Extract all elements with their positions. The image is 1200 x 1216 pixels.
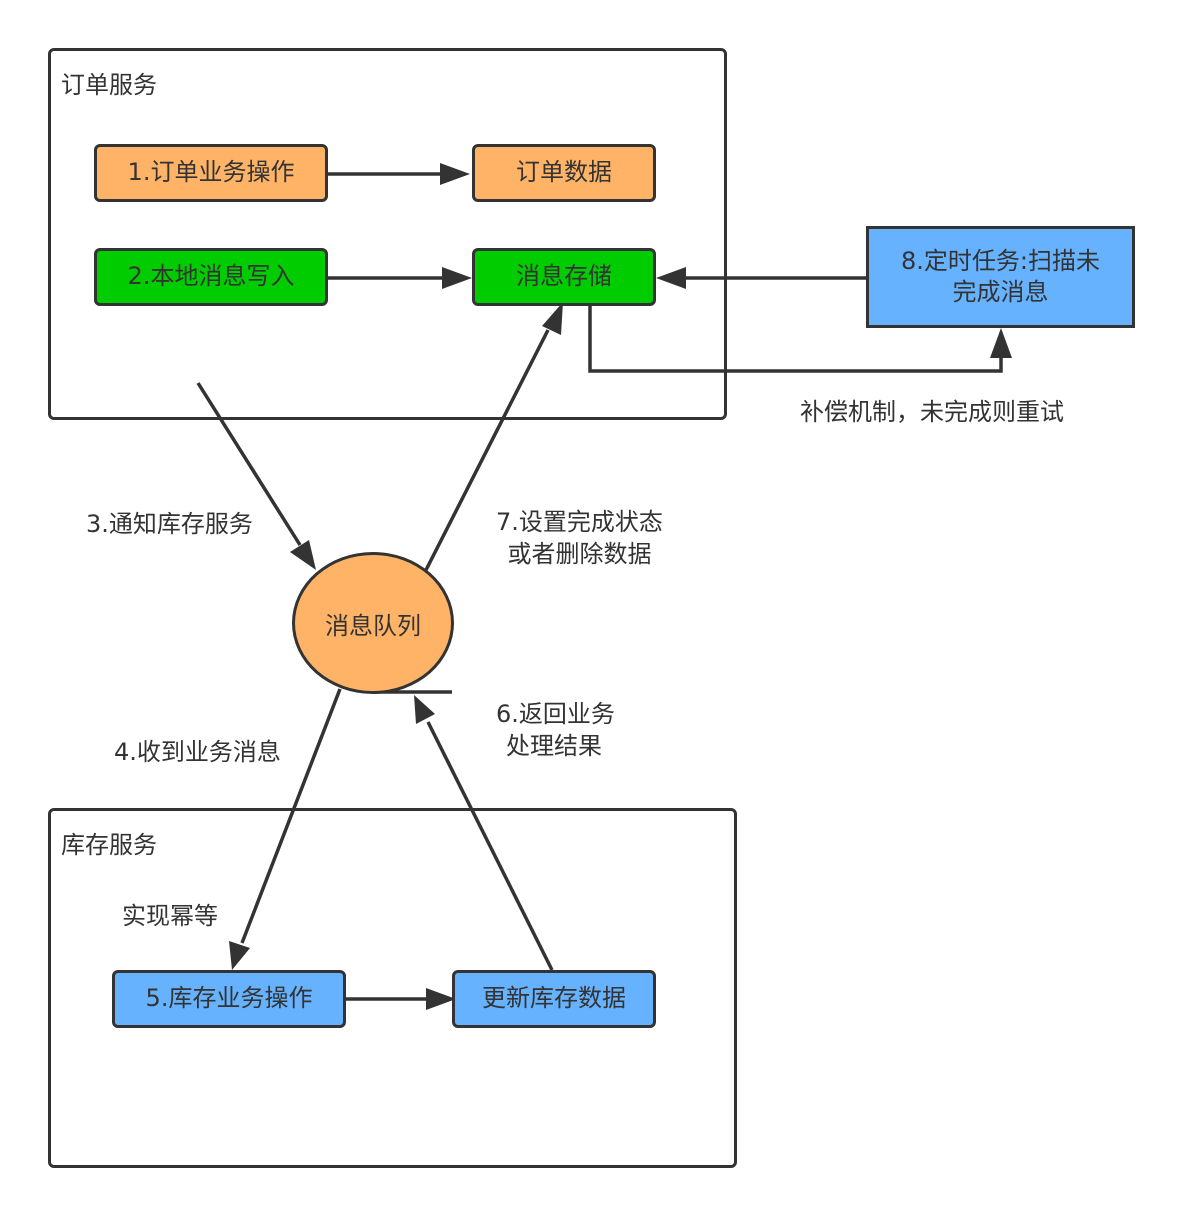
idempotent-label: 实现幂等 bbox=[122, 902, 218, 930]
edge-return-result bbox=[426, 721, 554, 971]
message-store-label: 消息存储 bbox=[516, 262, 612, 291]
arrowhead-scheduled-task bbox=[990, 328, 1012, 358]
message-queue-node[interactable]: 消息队列 bbox=[292, 552, 454, 694]
arrowhead-msg-store-up bbox=[542, 302, 563, 335]
inventory-operation-label: 5.库存业务操作 bbox=[145, 984, 313, 1013]
inventory-operation-node[interactable]: 5.库存业务操作 bbox=[112, 970, 346, 1028]
inventory-service-group: 库存服务 bbox=[48, 808, 737, 1168]
compensation-label: 补偿机制，未完成则重试 bbox=[800, 398, 1064, 426]
arrowhead-update-inventory bbox=[426, 988, 456, 1010]
order-service-group: 订单服务 bbox=[48, 48, 727, 420]
arrowhead-order-data bbox=[440, 163, 470, 185]
order-operation-node[interactable]: 1.订单业务操作 bbox=[94, 144, 328, 202]
edge-receive-message bbox=[240, 688, 342, 944]
arrowhead-msg-store-left bbox=[442, 267, 472, 289]
edge-msg-store-to-scheduled-task bbox=[588, 305, 1003, 373]
message-queue-label: 消息队列 bbox=[325, 611, 421, 640]
update-inventory-label: 更新库存数据 bbox=[482, 984, 626, 1013]
scheduled-task-node[interactable]: 8.定时任务:扫描未 完成消息 bbox=[866, 226, 1135, 328]
set-complete-line2: 或者删除数据 bbox=[507, 540, 652, 569]
return-result-line1: 6.返回业务 bbox=[496, 700, 615, 728]
notify-inventory-label: 3.通知库存服务 bbox=[86, 510, 253, 538]
edge-notify-inventory bbox=[196, 382, 302, 546]
inventory-service-title: 库存服务 bbox=[61, 831, 157, 859]
receive-message-label: 4.收到业务消息 bbox=[114, 738, 281, 766]
local-message-write-node[interactable]: 2.本地消息写入 bbox=[94, 248, 328, 306]
order-data-label: 订单数据 bbox=[516, 158, 612, 187]
set-complete-label: 7.设置完成状态 或者删除数据 bbox=[496, 506, 663, 571]
arrowhead-queue-notify bbox=[290, 540, 316, 570]
return-result-line2: 处理结果 bbox=[506, 732, 602, 761]
set-complete-line1: 7.设置完成状态 bbox=[496, 508, 663, 536]
order-operation-label: 1.订单业务操作 bbox=[127, 158, 295, 187]
arrowhead-queue-return bbox=[414, 695, 435, 724]
scheduled-task-label-line1: 8.定时任务:扫描未 bbox=[901, 246, 1100, 275]
return-result-label: 6.返回业务 处理结果 bbox=[496, 698, 615, 763]
scheduled-task-label-line2: 完成消息 bbox=[952, 278, 1049, 306]
edge-set-complete bbox=[424, 329, 550, 571]
local-message-write-label: 2.本地消息写入 bbox=[127, 262, 295, 291]
arrowhead-inventory-op bbox=[229, 941, 250, 970]
message-store-node[interactable]: 消息存储 bbox=[472, 248, 656, 306]
order-data-node[interactable]: 订单数据 bbox=[472, 144, 656, 202]
arrowhead-msg-store-right bbox=[656, 267, 686, 289]
update-inventory-node[interactable]: 更新库存数据 bbox=[452, 970, 656, 1028]
order-service-title: 订单服务 bbox=[61, 71, 157, 99]
